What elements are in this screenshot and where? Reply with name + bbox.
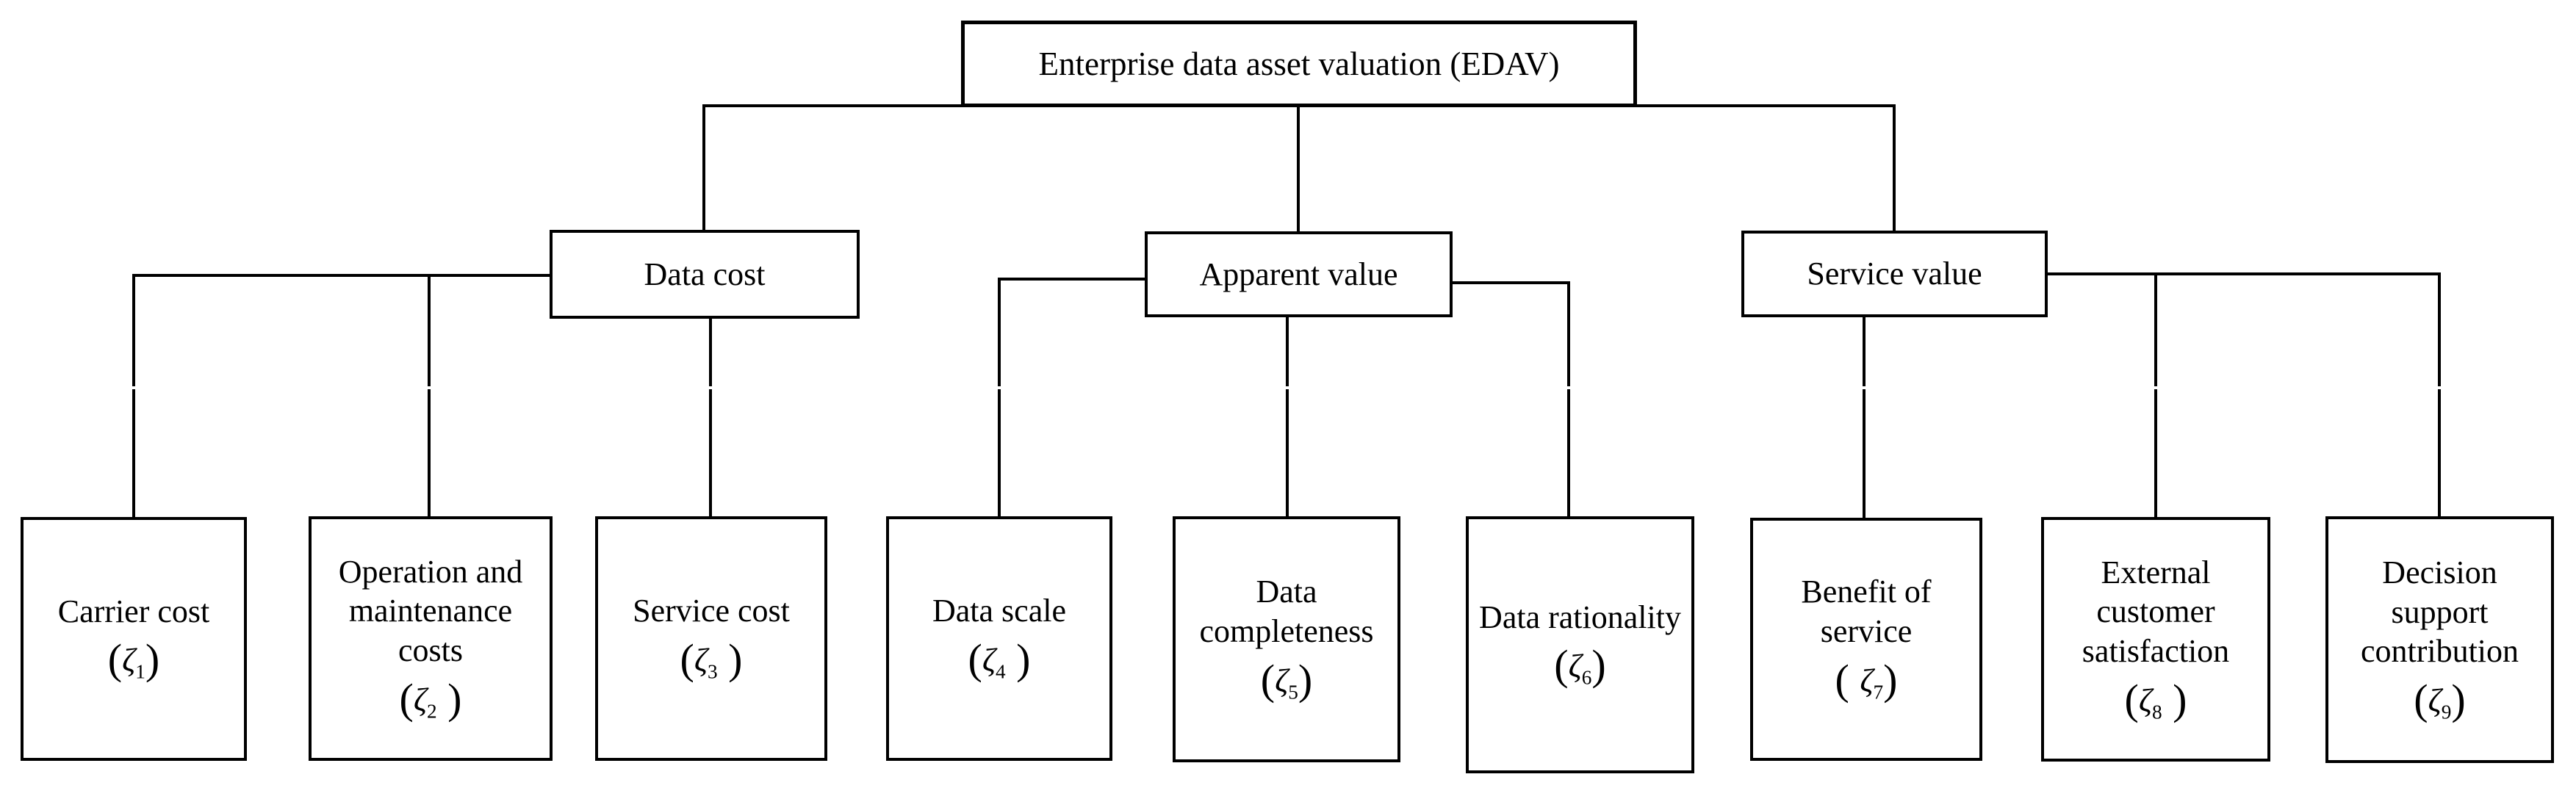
node-label: Data scale	[932, 593, 1066, 629]
node-apparent-value: Apparent value	[1145, 231, 1453, 317]
node-symbol: (ζ4 )	[968, 635, 1031, 683]
connector-drop-data-completeness-upper	[1286, 314, 1289, 386]
node-service-cost: Service cost (ζ3 )	[595, 516, 827, 761]
node-external-customer-satisfaction: External customer satisfaction (ζ8 )	[2041, 517, 2270, 762]
node-symbol: (ζ5)	[1260, 655, 1313, 704]
connector-drop-data-scale-upper	[998, 278, 1001, 386]
connector-drop-service-cost-upper	[709, 316, 712, 386]
connector-drop-benefit-service-upper	[1863, 314, 1866, 386]
connector-apparent-right-bus	[1453, 281, 1570, 284]
connector-drop-benefit-service-lower	[1863, 389, 1866, 518]
connector-service-right-bus	[2048, 272, 2441, 275]
node-label: Service value	[1807, 256, 1982, 292]
node-label: Data cost	[644, 256, 766, 292]
node-symbol: (ζ3 )	[680, 635, 743, 683]
node-symbol: ( ζ7)	[1835, 655, 1898, 704]
connector-drop-external-satisfaction-lower	[2154, 389, 2157, 517]
node-label: Benefit of service	[1801, 574, 1932, 650]
node-label: Enterprise data asset valuation (EDAV)	[1038, 45, 1560, 82]
connector-drop-external-satisfaction-upper	[2154, 272, 2157, 386]
node-label: Carrier cost	[57, 593, 210, 629]
node-symbol: (ζ1)	[107, 635, 160, 684]
node-data-scale: Data scale (ζ4 )	[886, 516, 1112, 761]
connector-drop-data-completeness-lower	[1286, 389, 1289, 516]
connector-drop-decision-support-lower	[2438, 389, 2441, 516]
node-data-completeness: Data completeness (ζ5)	[1173, 516, 1400, 762]
node-root-edav: Enterprise data asset valuation (EDAV)	[961, 21, 1637, 107]
node-label: Decision support contribution	[2360, 554, 2519, 670]
node-label: Data rationality	[1479, 599, 1681, 635]
node-label: Operation and maintenance costs	[338, 553, 523, 668]
connector-apparent-left-bus	[998, 278, 1145, 281]
connector-drop-data-scale-lower	[998, 389, 1001, 516]
node-symbol: (ζ2 )	[399, 674, 462, 723]
connector-drop-decision-support-upper	[2438, 272, 2441, 386]
node-service-value: Service value	[1741, 231, 2048, 317]
connector-root-to-apparent-value	[1297, 104, 1300, 231]
connector-drop-operation-costs-upper	[428, 274, 431, 386]
connector-drop-carrier-cost-lower	[132, 389, 135, 517]
node-data-rationality: Data rationality (ζ6)	[1466, 516, 1694, 773]
node-label: Apparent value	[1199, 256, 1398, 292]
connector-drop-operation-costs-lower	[428, 389, 431, 516]
node-data-cost: Data cost	[550, 230, 860, 319]
connector-drop-service-cost-lower	[709, 389, 712, 516]
node-benefit-of-service: Benefit of service ( ζ7)	[1750, 518, 1982, 761]
node-symbol: (ζ9)	[2414, 676, 2466, 724]
connector-data-cost-left-bus	[132, 274, 550, 277]
connector-drop-data-rationality-upper	[1567, 281, 1570, 386]
node-symbol: (ζ6)	[1554, 641, 1606, 690]
connector-root-to-data-cost	[702, 104, 705, 230]
node-symbol: (ζ8 )	[2124, 675, 2187, 723]
connector-root-to-service-value	[1893, 104, 1896, 231]
connector-drop-data-rationality-lower	[1567, 389, 1570, 516]
node-decision-support-contribution: Decision support contribution (ζ9)	[2325, 516, 2554, 763]
connector-drop-carrier-cost-upper	[132, 274, 135, 386]
node-label: External customer satisfaction	[2082, 554, 2230, 669]
node-carrier-cost: Carrier cost (ζ1)	[21, 517, 247, 761]
node-operation-maintenance-costs: Operation and maintenance costs (ζ2 )	[309, 516, 553, 761]
node-label: Service cost	[633, 593, 790, 629]
node-label: Data completeness	[1199, 574, 1374, 650]
